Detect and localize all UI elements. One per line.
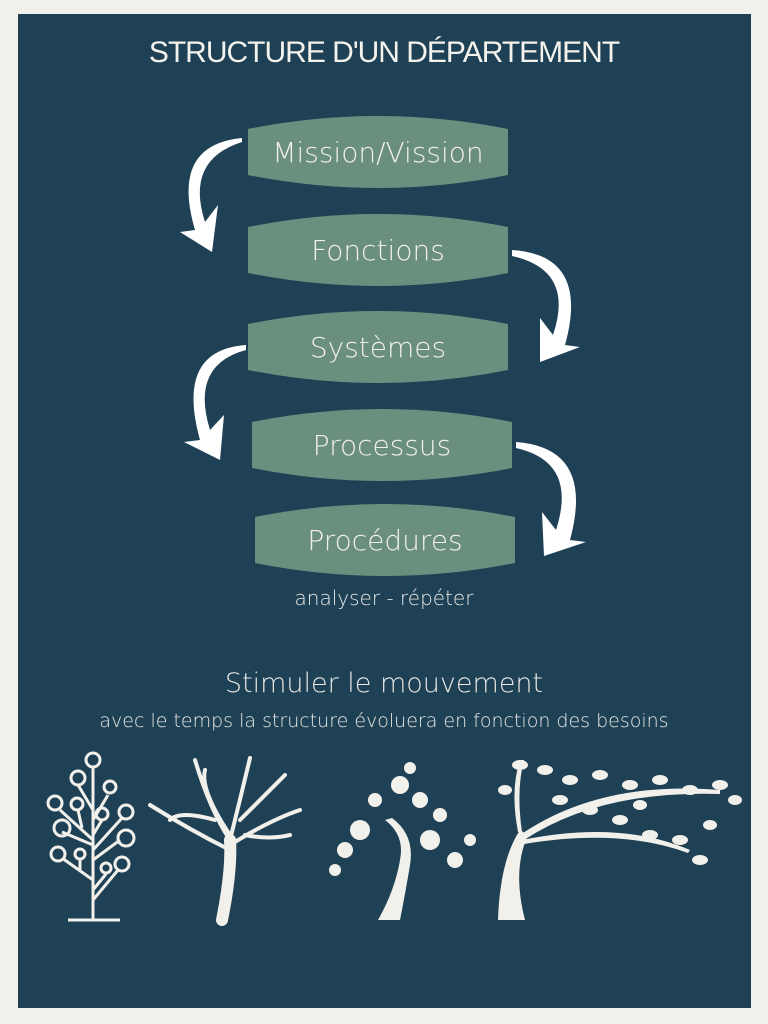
caption: analyser - répéter [294,586,474,610]
poster-title: STRUCTURE D'UN DÉPARTEMENT [148,36,620,69]
arrow-right-icon [516,442,586,556]
step-fonctions: Fonctions [248,213,508,287]
floral-tree-icon [329,762,476,920]
arrow-left-icon [180,138,242,252]
circle-tree-icon [46,751,136,922]
subtitle: Stimuler le mouvement [224,668,544,699]
step-label: Fonctions [311,233,445,267]
arrow-right-icon [512,250,580,362]
arrow-left-icon [184,345,246,460]
description: avec le temps la structure évoluera en f… [99,710,669,732]
step-mission: Mission/Vission [248,115,508,189]
bare-tree-icon [148,756,302,926]
trees-illustration [46,751,742,926]
step-label: Systèmes [309,330,447,364]
flow-arrows [180,138,586,556]
step-systemes: Systèmes [248,310,508,384]
step-label: Processus [312,428,452,462]
step-label: Mission/Vission [272,135,484,169]
step-label: Procédures [307,523,463,557]
step-procedures: Procédures [255,503,515,577]
step-processus: Processus [252,408,512,482]
leafy-tree-icon [498,760,742,920]
